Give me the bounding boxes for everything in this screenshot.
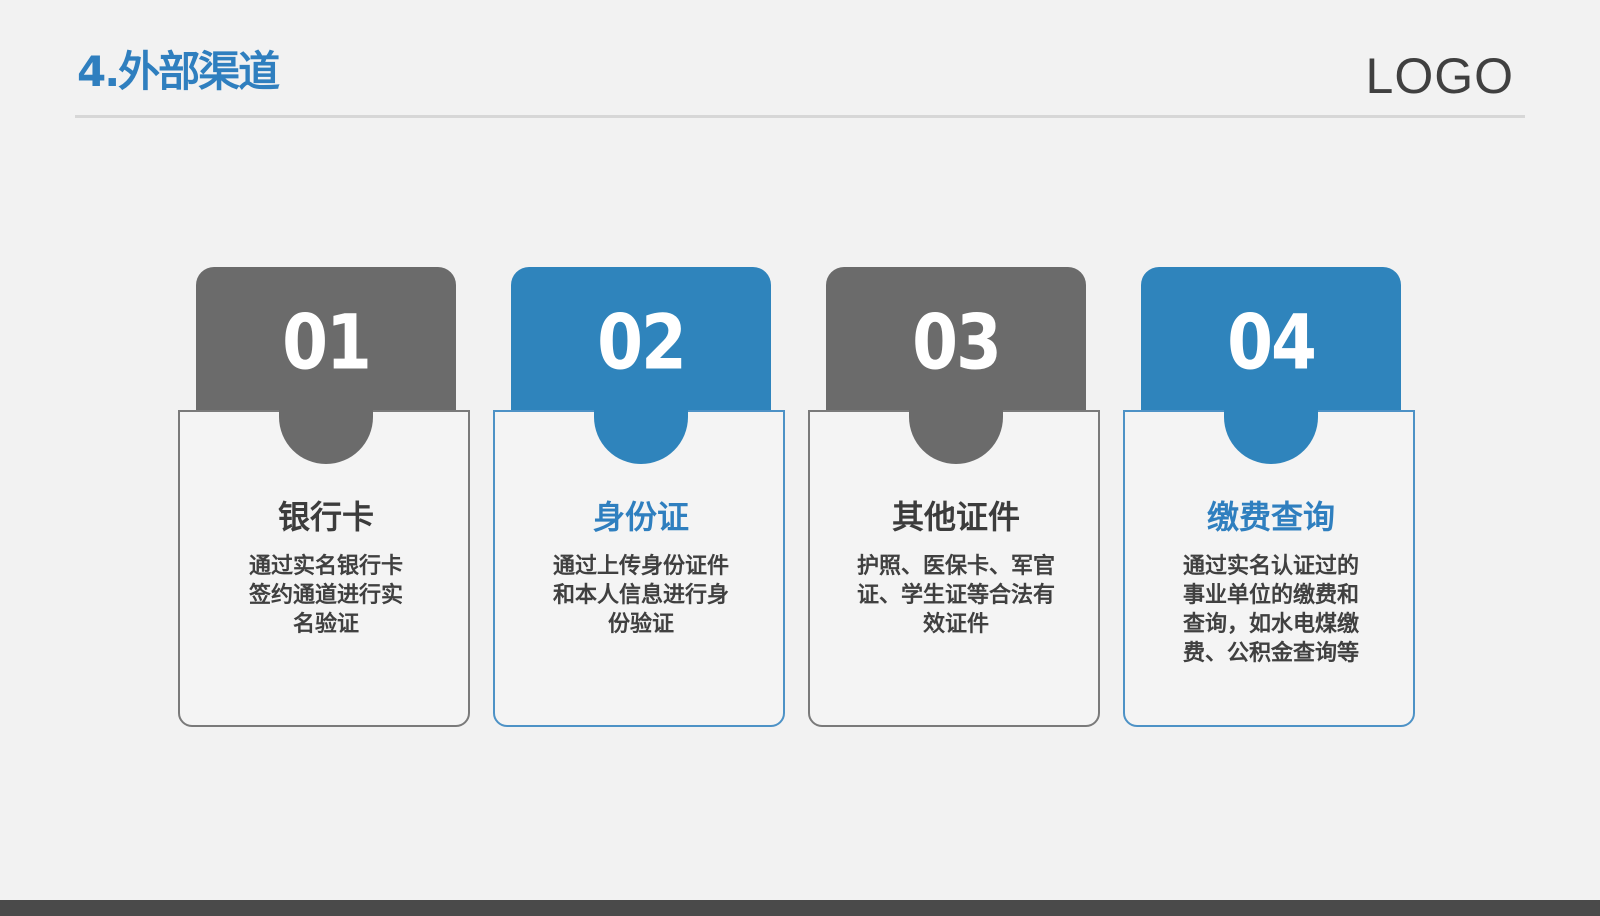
bottom-bar	[0, 900, 1600, 916]
card-title: 身份证	[592, 498, 689, 536]
card-description: 护照、医保卡、军官证、学生证等合法有效证件	[856, 554, 1055, 637]
card-number-tab: 02	[511, 267, 771, 417]
card-payment-query: 04 缴费查询 通过实名认证过的事业单位的缴费和查询，如水电煤缴费、公积金查询等	[1123, 267, 1419, 731]
card-number-tab: 03	[826, 267, 1086, 417]
card-description: 通过上传身份证件和本人信息进行身份验证	[552, 554, 729, 637]
header-divider	[75, 115, 1525, 118]
card-title: 缴费查询	[1206, 498, 1335, 536]
card-number: 02	[597, 297, 687, 387]
card-id-card: 02 身份证 通过上传身份证件和本人信息进行身份验证	[493, 267, 789, 731]
card-number-tab: 01	[196, 267, 456, 417]
card-description: 通过实名银行卡签约通道进行实名验证	[248, 554, 403, 637]
page-title: 4.外部渠道	[77, 47, 280, 96]
card-title: 银行卡	[277, 498, 374, 536]
card-number: 01	[282, 297, 372, 387]
logo: LOGO	[1365, 48, 1514, 104]
card-title: 其他证件	[891, 498, 1020, 536]
card-bank-card: 01 银行卡 通过实名银行卡签约通道进行实名验证	[178, 267, 474, 731]
card-description: 通过实名认证过的事业单位的缴费和查询，如水电煤缴费、公积金查询等	[1183, 554, 1360, 666]
card-other-documents: 03 其他证件 护照、医保卡、军官证、学生证等合法有效证件	[808, 267, 1104, 731]
card-number-tab: 04	[1141, 267, 1401, 417]
card-number: 04	[1227, 297, 1317, 387]
card-number: 03	[912, 297, 1002, 387]
